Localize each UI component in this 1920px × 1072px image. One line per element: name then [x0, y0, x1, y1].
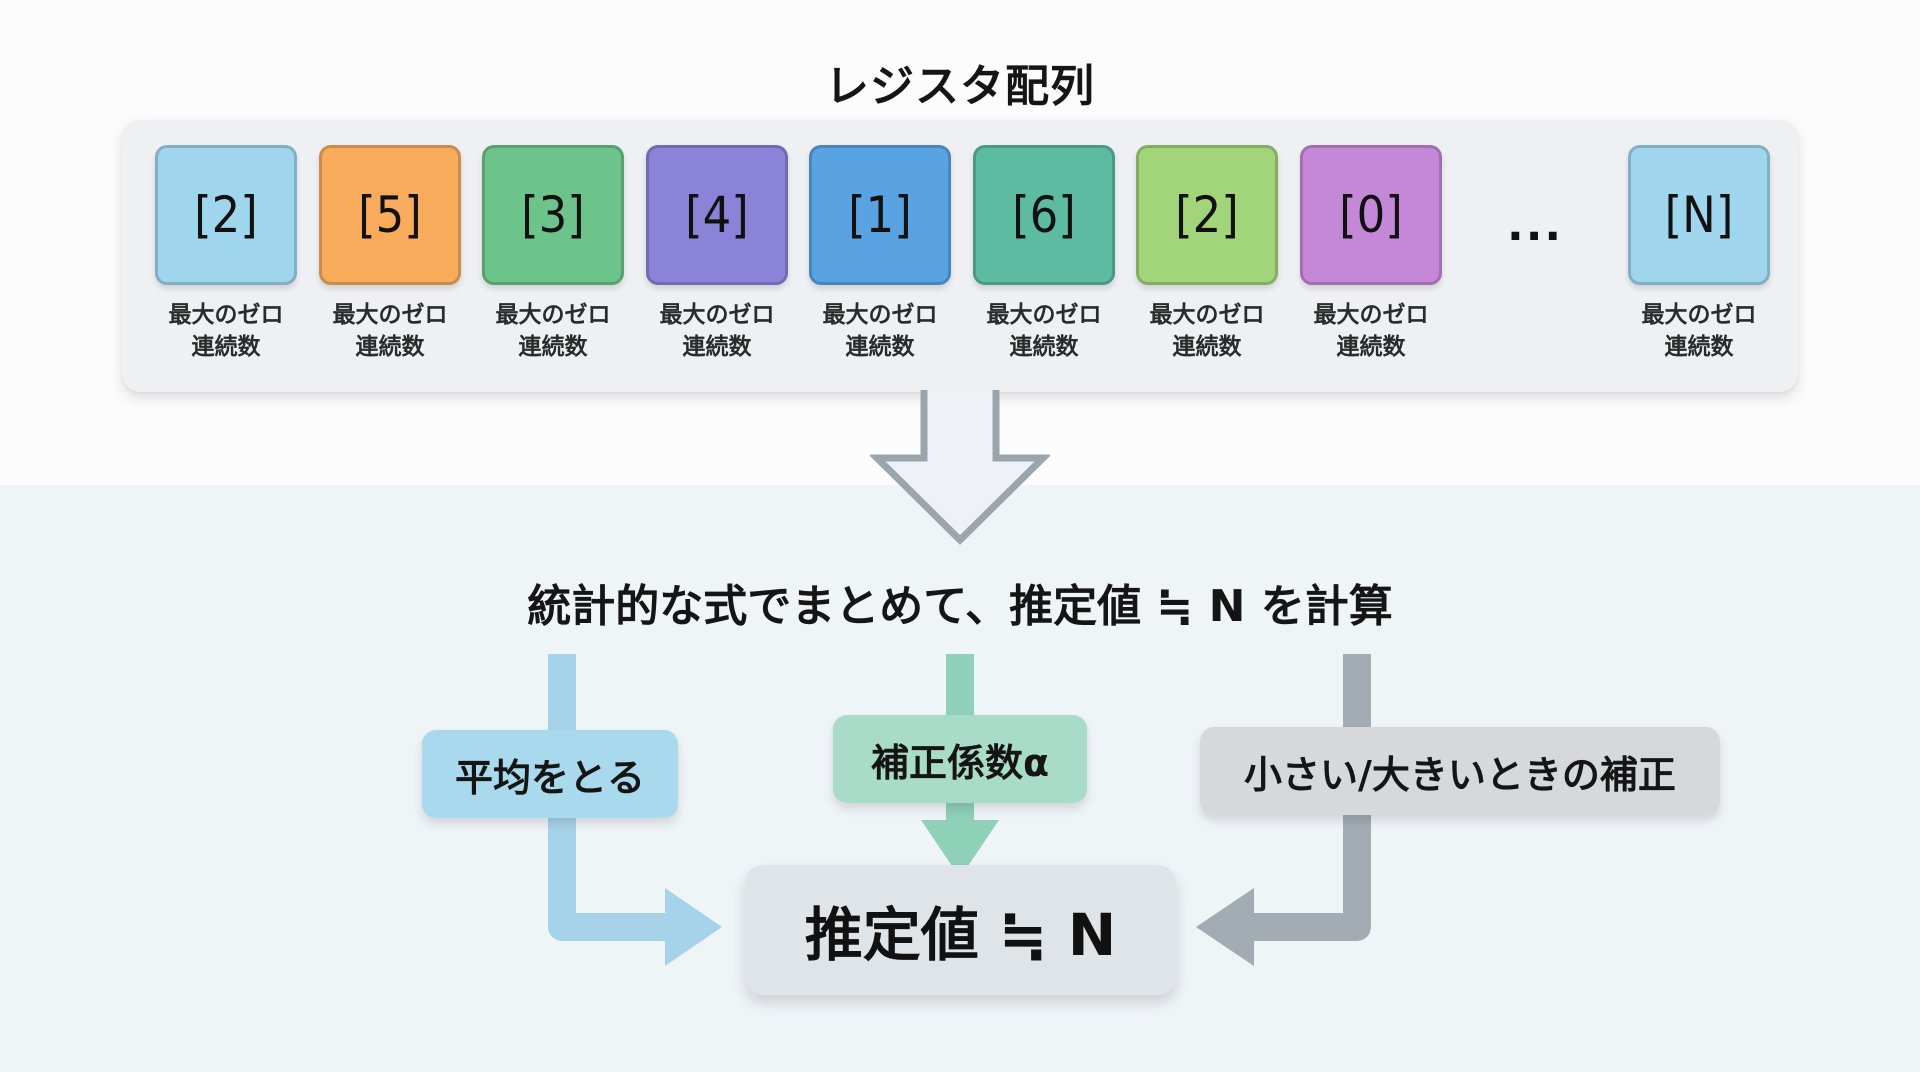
register-cell: [N] 最大のゼロ連続数: [1617, 145, 1781, 363]
register-cell: [1] 最大のゼロ連続数: [798, 145, 962, 363]
formula-text: 統計的な式でまとめて、推定値 ≒ N を計算: [527, 581, 1393, 632]
register-value: [N]: [1628, 145, 1770, 285]
register-label: 最大のゼロ連続数: [1641, 302, 1757, 360]
register-value: [6]: [973, 145, 1115, 285]
register-cell: [4] 最大のゼロ連続数: [635, 145, 799, 363]
register-cell: [3] 最大のゼロ連続数: [471, 145, 635, 363]
register-label: 最大のゼロ連続数: [1149, 302, 1265, 360]
register-cell: [6] 最大のゼロ連続数: [962, 145, 1126, 363]
register-label: 最大のゼロ連続数: [332, 302, 448, 360]
range-correction-step: 小さい/大きいときの補正: [1200, 727, 1720, 815]
register-label: 最大のゼロ連続数: [822, 302, 938, 360]
diagram-title: レジスタ配列: [825, 61, 1095, 112]
register-value: [3]: [482, 145, 624, 285]
register-label: 最大のゼロ連続数: [1313, 302, 1429, 360]
register-label: 最大のゼロ連続数: [659, 302, 775, 360]
ellipsis: ...: [1507, 200, 1564, 251]
register-label: 最大のゼロ連続数: [986, 302, 1102, 360]
register-cell: [2] 最大のゼロ連続数: [1125, 145, 1289, 363]
register-value: [1]: [809, 145, 951, 285]
average-step: 平均をとる: [422, 730, 678, 818]
register-cell: [0] 最大のゼロ連続数: [1289, 145, 1453, 363]
register-value: [2]: [155, 145, 297, 285]
register-value: [0]: [1300, 145, 1442, 285]
register-array-panel: [2] 最大のゼロ連続数 [5] 最大のゼロ連続数 [3] 最大のゼロ連続数 […: [122, 120, 1798, 392]
register-label: 最大のゼロ連続数: [495, 302, 611, 360]
register-value: [4]: [646, 145, 788, 285]
register-label: 最大のゼロ連続数: [168, 302, 284, 360]
correction-coefficient-step: 補正係数α: [833, 715, 1087, 803]
down-arrow-icon: [870, 390, 1050, 545]
register-value: [5]: [319, 145, 461, 285]
register-cell: [2] 最大のゼロ連続数: [144, 145, 308, 363]
register-cell: [5] 最大のゼロ連続数: [308, 145, 472, 363]
estimate-result-box: 推定値 ≒ N: [745, 865, 1176, 995]
register-value: [2]: [1136, 145, 1278, 285]
